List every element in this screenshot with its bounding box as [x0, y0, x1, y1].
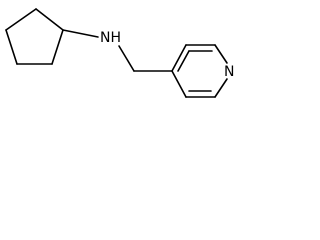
pyridine-ring — [171, 44, 228, 98]
pyridine-bond — [214, 44, 228, 64]
pyridine-bond — [171, 44, 187, 72]
ring-to-amine-bond — [62, 29, 99, 38]
cyclopentane-bond — [5, 29, 18, 65]
amine-label: NH — [100, 30, 121, 46]
amine-to-methylene-bond — [118, 45, 135, 72]
cyclopentane-bond — [35, 8, 64, 31]
cyclopentane-bond — [5, 8, 37, 31]
pyridine-bond — [214, 78, 228, 98]
chemical-structure-diagram: NH N — [5, 8, 234, 98]
pyridine-bond — [171, 70, 187, 98]
pyridine-double-bond — [177, 50, 190, 72]
cyclopentane-ring — [5, 8, 64, 65]
cyclopentane-bond — [51, 29, 64, 65]
pyridine-nitrogen-label: N — [224, 64, 234, 80]
